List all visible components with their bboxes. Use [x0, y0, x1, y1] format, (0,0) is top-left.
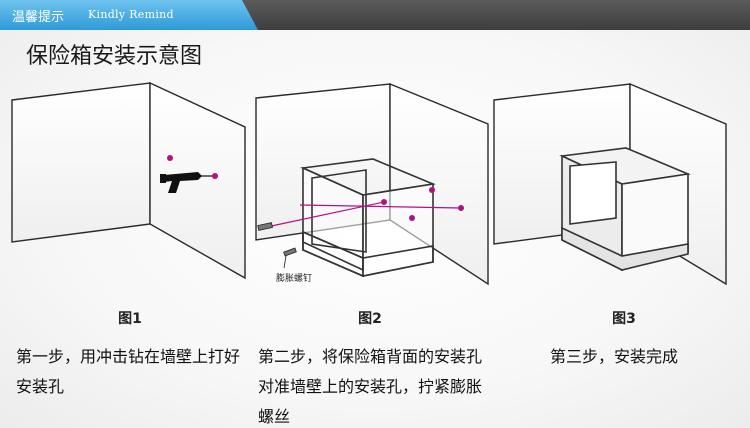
figure-1-label: 图1: [118, 311, 142, 327]
banner-tab-chinese: 温馨提示: [12, 10, 65, 25]
bolt-guide-lines: [261, 201, 461, 229]
expansion-bolt-icon: [257, 222, 297, 257]
hole-marker-1: [167, 155, 173, 161]
figure-1-scene: [11, 81, 246, 280]
step-3-text: 第三步，安装完成: [550, 347, 679, 366]
banner-tab: 温馨提示 Kindly Remind: [0, 0, 258, 30]
mount-hole-1: [429, 187, 435, 193]
hole-marker-2: [212, 173, 218, 179]
figure-2-label: 图2: [358, 311, 382, 327]
banner-tab-english: Kindly Remind: [88, 8, 174, 21]
figure-3-label: 图3: [612, 311, 636, 327]
mount-hole-2: [381, 199, 387, 205]
drill-icon: [160, 172, 214, 193]
mount-hole-4: [409, 215, 415, 221]
step-2-text: 第二步，将保险箱背面的安装孔对准墙壁上的安装孔，拧紧膨胀螺丝: [258, 347, 483, 426]
step-1-text: 第一步，用冲击钻在墙壁上打好安装孔: [16, 347, 241, 396]
fig1-right-wall: [149, 81, 246, 280]
expansion-bolt-label: 膨胀螺钉: [276, 274, 313, 284]
fig1-left-wall: [11, 82, 151, 243]
callout-leader: [283, 255, 287, 269]
installed-safe: [559, 147, 691, 272]
page-title: 保险箱安装示意图: [26, 44, 203, 69]
safe-wireframe: [300, 158, 436, 278]
mount-hole-3: [458, 205, 464, 211]
top-banner: 温馨提示 Kindly Remind: [0, 0, 750, 30]
